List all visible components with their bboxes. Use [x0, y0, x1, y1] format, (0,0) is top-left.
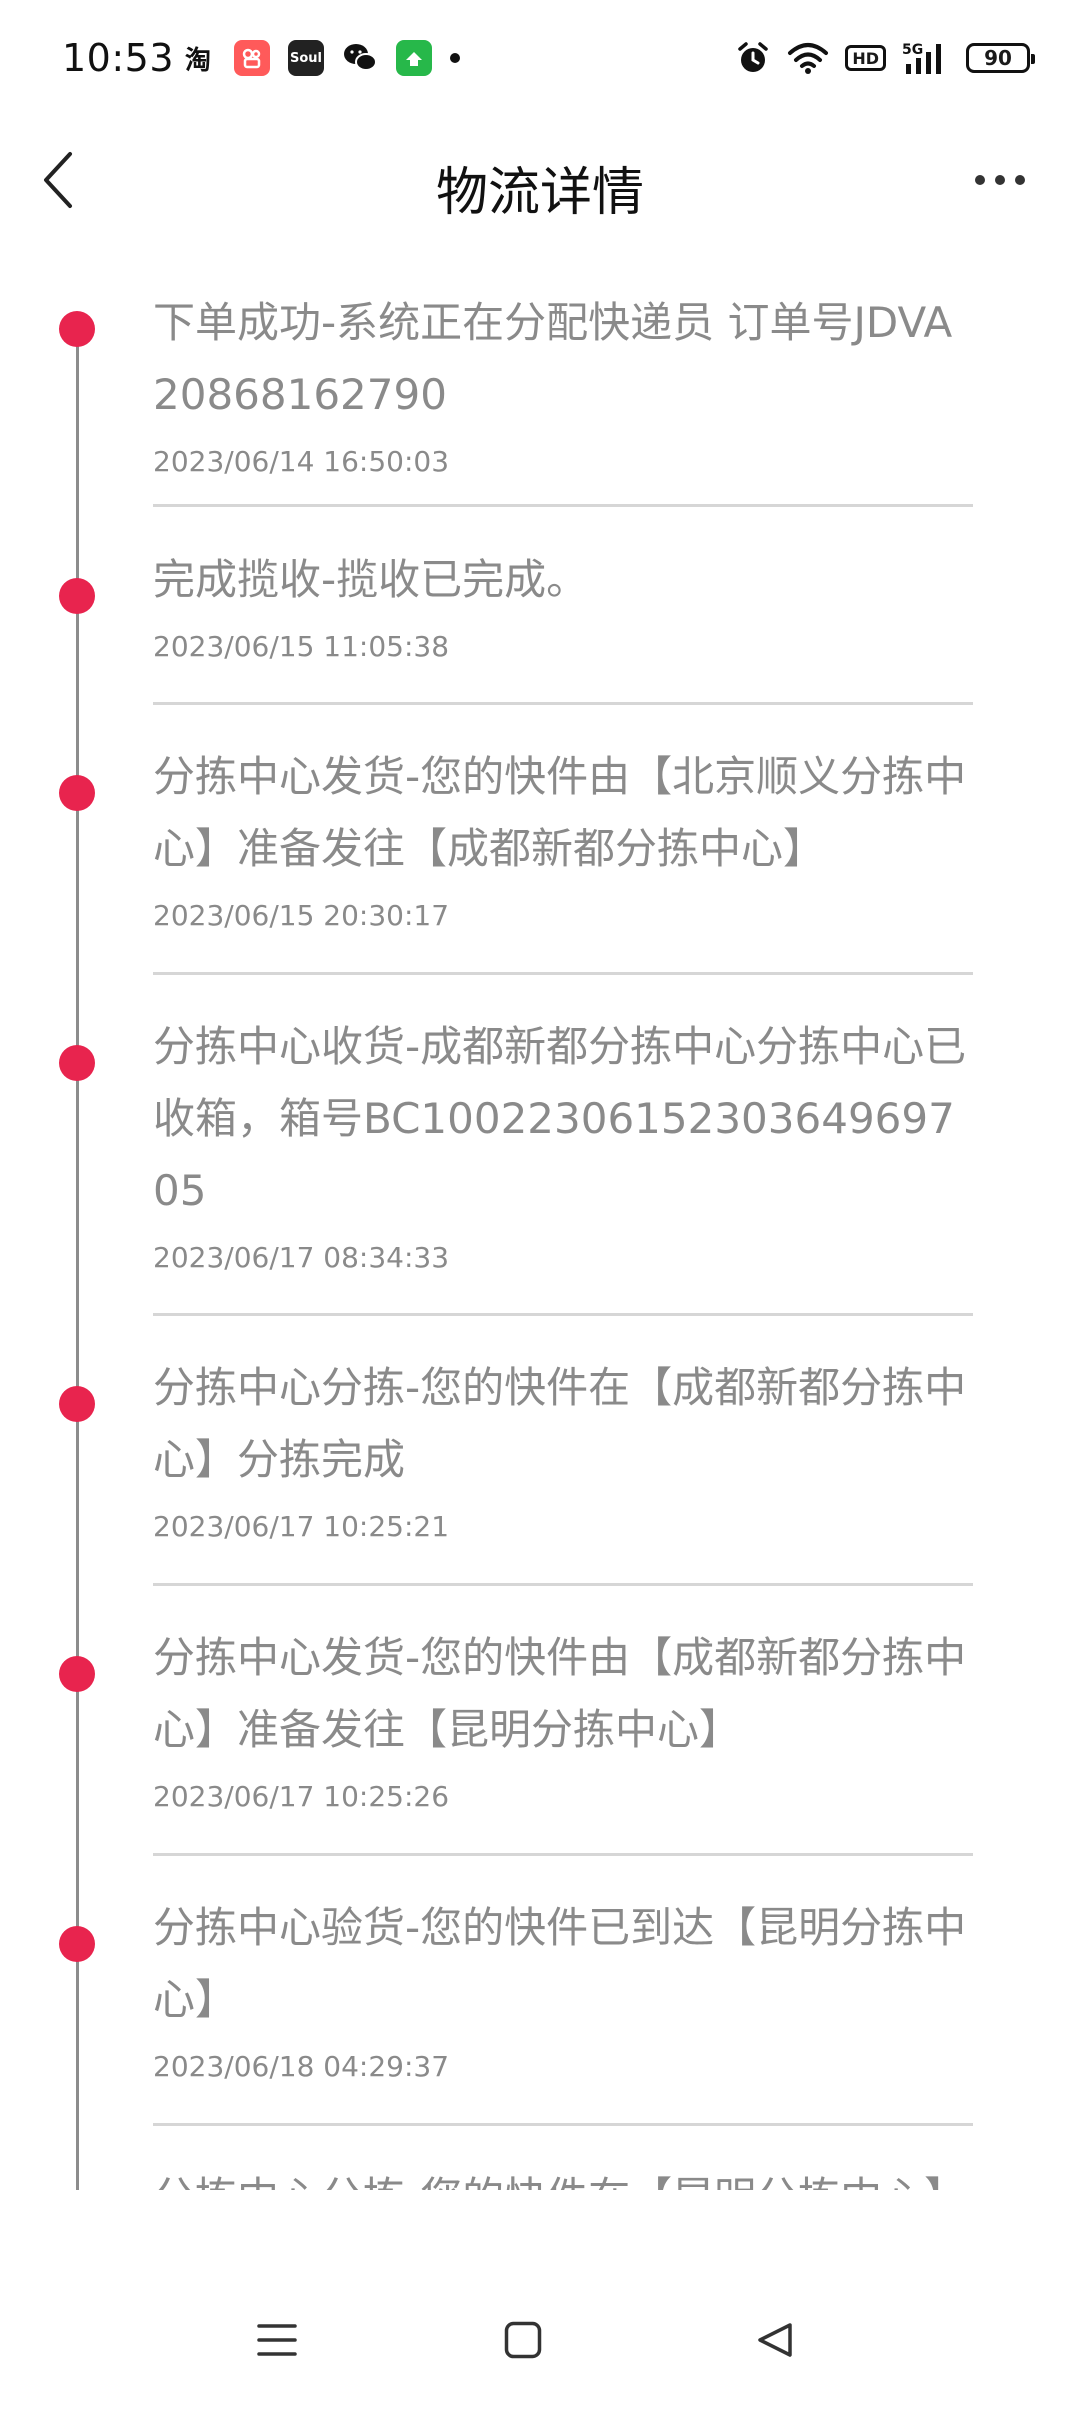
event-description: 分拣中心验货-您的快件已到达【昆明分拣中心】 — [153, 1903, 967, 2024]
event-timestamp: 2023/06/17 08:34:33 — [153, 1241, 450, 1274]
page-title: 物流详情 — [435, 163, 644, 223]
status-time: 10:53 — [62, 36, 175, 80]
event-description: 分拣中心发货-您的快件由【成都新都分拣中心】准备发往【昆明分拣中心】 — [153, 1633, 967, 1754]
battery-icon: 90 — [966, 43, 1035, 73]
timeline-dot — [59, 311, 95, 347]
taobao-icon: 淘 — [184, 45, 211, 76]
divider — [153, 2123, 973, 2126]
more-options-button[interactable] — [960, 150, 1040, 210]
event-timestamp: 2023/06/14 16:50:03 — [153, 445, 450, 478]
back-nav-button[interactable] — [735, 2300, 815, 2380]
event-content: 分拣中心分拣-您的快件在【成都新都分拣中心】分拣完成 2023/06/17 10… — [153, 1352, 973, 1543]
menu-nav-button[interactable] — [237, 2300, 317, 2380]
alarm-icon — [738, 42, 769, 72]
back-button[interactable] — [20, 142, 96, 218]
chevron-left-icon — [44, 152, 72, 208]
event-content: 分拣中心发货-您的快件由【北京顺义分拣中心】准备发往【成都新都分拣中心】 202… — [153, 741, 973, 932]
event-description: 分拣中心发货-您的快件由【北京顺义分拣中心】准备发往【成都新都分拣中心】 — [153, 752, 967, 873]
timeline-line — [76, 315, 79, 2190]
event-description: 分拣中心收货-成都新都分拣中心分拣中心已收箱，箱号BC1002230615230… — [153, 1022, 967, 1215]
event-content: 分拣中心验货-您的快件已到达【昆明分拣中心】 2023/06/18 04:29:… — [153, 1892, 973, 2083]
event-content: 分拣中心发货-您的快件由【成都新都分拣中心】准备发往【昆明分拣中心】 2023/… — [153, 1622, 973, 1813]
timeline-dot — [59, 1656, 95, 1692]
divider — [153, 702, 973, 705]
status-bar: 10:53 淘 Soul HD 5G — [0, 0, 1080, 120]
notification-icons: 淘 Soul — [180, 40, 460, 76]
divider — [153, 1313, 973, 1316]
event-content: 分拣中心分拣-您的快件在【昆明分拣中心】分拣完成 — [153, 2162, 973, 2190]
home-square-icon — [504, 2321, 542, 2359]
event-timestamp: 2023/06/15 11:05:38 — [153, 630, 450, 663]
timeline-dot — [59, 775, 95, 811]
event-content: 下单成功-系统正在分配快递员 订单号JDVA20868162790 2023/0… — [153, 287, 973, 478]
app-header: 物流详情 — [0, 120, 1080, 240]
signal-5g-icon: 5G — [902, 42, 941, 74]
back-triangle-icon — [758, 2323, 792, 2357]
green-app-icon — [396, 40, 432, 76]
kuaishou-icon — [234, 40, 270, 76]
event-description: 分拣中心分拣-您的快件在【成都新都分拣中心】分拣完成 — [153, 1363, 967, 1484]
logistics-timeline: 下单成功-系统正在分配快递员 订单号JDVA20868162790 2023/0… — [0, 240, 1080, 2190]
divider — [153, 1853, 973, 1856]
divider — [153, 972, 973, 975]
hd-icon: HD — [845, 45, 886, 71]
timeline-dot — [59, 1386, 95, 1422]
menu-icon — [257, 2324, 297, 2356]
more-notifications-dot — [450, 53, 460, 63]
event-timestamp: 2023/06/18 04:29:37 — [153, 2050, 450, 2083]
svg-text:5G: 5G — [902, 42, 923, 58]
event-timestamp: 2023/06/17 10:25:21 — [153, 1510, 450, 1543]
event-content: 完成揽收-揽收已完成。 2023/06/15 11:05:38 — [153, 544, 973, 663]
wechat-icon — [342, 40, 378, 76]
event-timestamp: 2023/06/17 10:25:26 — [153, 1780, 450, 1813]
more-icon — [975, 175, 1025, 185]
home-nav-button[interactable] — [483, 2300, 563, 2380]
system-nav-bar — [0, 2260, 1080, 2412]
divider — [153, 1583, 973, 1586]
event-description: 下单成功-系统正在分配快递员 订单号JDVA20868162790 — [153, 298, 953, 419]
timeline-dot — [59, 1045, 95, 1081]
status-right-icons: HD 5G 90 — [735, 40, 1035, 76]
event-timestamp: 2023/06/15 20:30:17 — [153, 899, 450, 932]
event-description: 分拣中心分拣-您的快件在【昆明分拣中心】分拣完成 — [153, 2162, 973, 2190]
timeline-dot — [59, 1926, 95, 1962]
wifi-icon — [788, 43, 829, 74]
event-description: 完成揽收-揽收已完成。 — [153, 555, 589, 604]
timeline-dot — [59, 578, 95, 614]
divider — [153, 504, 973, 507]
event-content: 分拣中心收货-成都新都分拣中心分拣中心已收箱，箱号BC1002230615230… — [153, 1011, 973, 1274]
soul-icon: Soul — [288, 40, 324, 76]
